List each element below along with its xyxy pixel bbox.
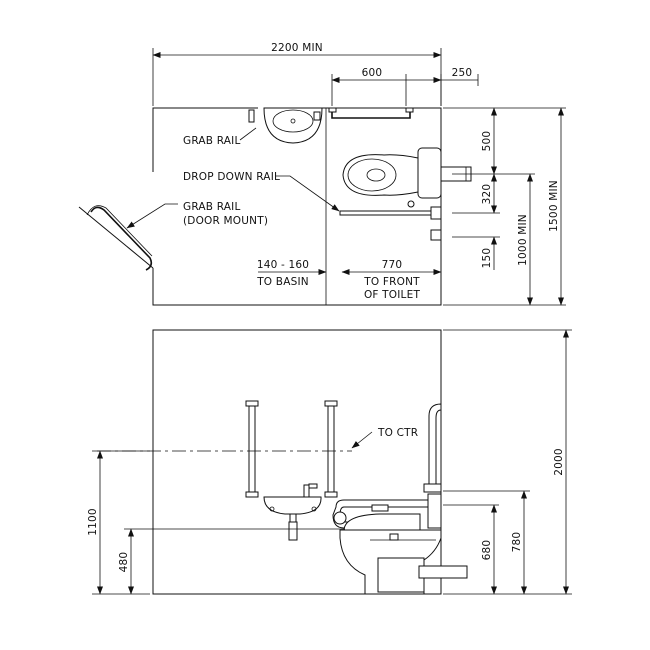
plan-drop-down-rail [339,200,442,220]
dim-500: 500 [481,131,493,152]
dim-770: 770 [382,259,403,271]
plan-basin [248,107,323,144]
label-to-ctr: TO CTR [377,427,418,439]
dim-320: 320 [481,184,493,205]
plan-view: 2200 MIN 600 250 500 320 150 1000 MIN 15… [78,42,566,306]
elevation-grab-rail-left [245,400,259,498]
label-grab-rail: GRAB RAIL [183,135,241,147]
dim-680: 680 [481,540,493,561]
dim-1000-min: 1000 MIN [517,214,529,266]
label-drop-down-rail: DROP DOWN RAIL [183,171,280,183]
dim-770-note-line2: OF TOILET [364,289,421,301]
elevation-grab-rail-side-wall [423,403,442,493]
dim-toilet-to-wall: 600 [362,67,383,79]
dim-1100: 1100 [87,508,99,536]
elevation-toilet [339,513,468,595]
dim-770-note-line1: TO FRONT [363,276,420,288]
dim-150: 150 [481,248,493,269]
label-grab-rail-door-line1: GRAB RAIL [183,201,241,213]
dim-2000: 2000 [553,448,565,476]
plan-toilet [342,147,472,199]
dim-480: 480 [118,552,130,573]
dim-basin-gap: 140 - 160 [257,259,309,271]
label-grab-rail-door-line2: (DOOR MOUNT) [183,215,268,227]
elevation-drop-down-rail [332,493,442,529]
elevation-basin [263,483,322,541]
plan-room-outline [152,107,442,306]
elevation-view: TO CTR [87,329,572,595]
dim-basin-gap-note: TO BASIN [256,276,309,288]
plan-grab-rail-back-wall [328,107,414,119]
plan-grab-rail-door-mount [78,205,154,271]
dim-1500-min: 1500 MIN [548,180,560,232]
plan-toilet-roll-holder [430,229,442,241]
dim-overall-width: 2200 MIN [271,42,323,54]
dim-wall-to-edge: 250 [452,67,473,79]
elevation-grab-rail-right [324,400,338,498]
elevation-wall-outline [152,329,442,595]
dim-780: 780 [511,532,523,553]
